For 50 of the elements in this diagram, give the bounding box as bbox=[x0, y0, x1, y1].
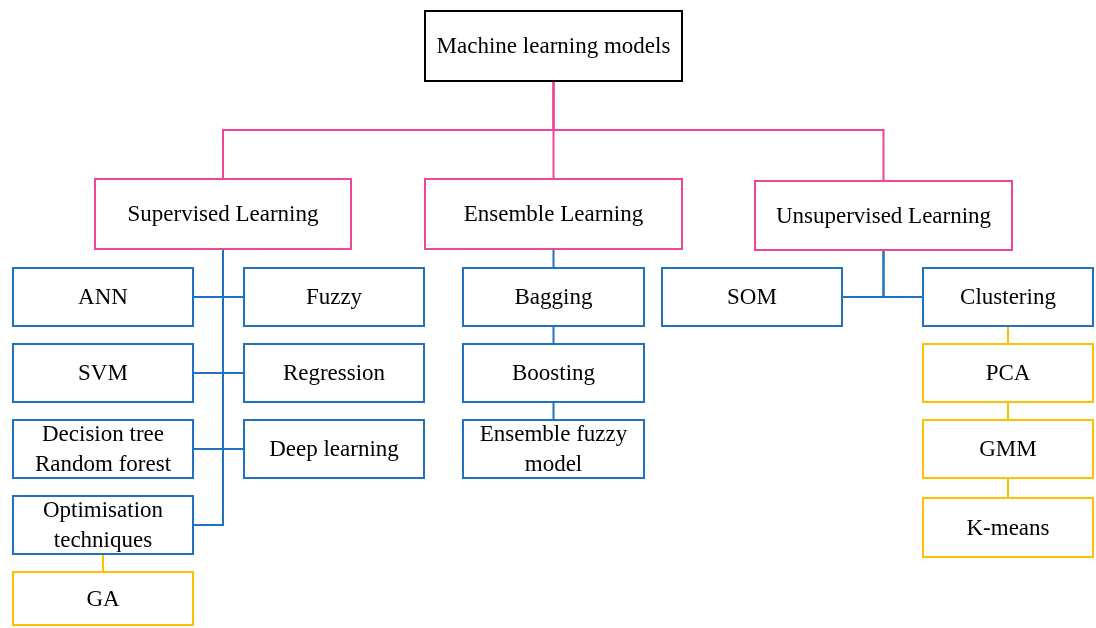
model-box bbox=[462, 419, 645, 479]
model-box bbox=[243, 419, 425, 479]
node-label: SOM bbox=[727, 283, 777, 312]
connector-line bbox=[882, 250, 923, 298]
method-box bbox=[922, 419, 1094, 479]
node-label: Boosting bbox=[511, 359, 596, 388]
node-label: Deep learning bbox=[269, 435, 399, 464]
node-label: PCA bbox=[985, 359, 1031, 388]
model-box bbox=[922, 267, 1094, 327]
connector-line bbox=[1007, 402, 1009, 420]
model-box bbox=[462, 343, 645, 403]
connector-line bbox=[1007, 478, 1009, 498]
node-label: Decision tree Random forest bbox=[33, 420, 173, 478]
category-box bbox=[754, 180, 1013, 251]
node-label: GA bbox=[86, 584, 120, 613]
model-box bbox=[12, 495, 194, 555]
node-label: Ensemble Learning bbox=[463, 200, 644, 229]
root-box bbox=[424, 10, 683, 82]
node-label: Unsupervised Learning bbox=[775, 201, 992, 230]
connector-line bbox=[552, 402, 555, 420]
method-box bbox=[12, 571, 194, 626]
connector-line bbox=[1007, 326, 1009, 344]
category-box bbox=[94, 178, 352, 250]
category-box bbox=[424, 178, 683, 250]
node-label: Supervised Learning bbox=[127, 200, 319, 229]
model-box bbox=[462, 267, 645, 327]
connector-line bbox=[102, 554, 104, 572]
connector-line bbox=[193, 249, 224, 526]
model-box bbox=[243, 267, 425, 327]
node-label: Regression bbox=[282, 359, 386, 388]
model-box bbox=[243, 343, 425, 403]
model-box bbox=[12, 343, 194, 403]
method-box bbox=[922, 343, 1094, 403]
node-label: Ensemble fuzzy model bbox=[478, 420, 629, 478]
node-label: SVM bbox=[78, 359, 128, 388]
model-box bbox=[661, 267, 843, 327]
node-label: K-means bbox=[966, 513, 1050, 542]
model-box bbox=[12, 267, 194, 327]
node-label: GMM bbox=[979, 435, 1037, 464]
model-box bbox=[12, 419, 194, 479]
method-box bbox=[922, 497, 1094, 558]
connector-line bbox=[552, 326, 555, 344]
node-label: Optimisation techniques bbox=[41, 496, 165, 554]
node-label: Fuzzy bbox=[305, 283, 363, 312]
node-label: Bagging bbox=[514, 283, 593, 312]
node-label: Machine learning models bbox=[436, 32, 671, 61]
node-label: Clustering bbox=[960, 283, 1056, 312]
node-label: ANN bbox=[78, 283, 128, 312]
connector-line bbox=[552, 81, 885, 181]
connector-line bbox=[552, 249, 555, 268]
